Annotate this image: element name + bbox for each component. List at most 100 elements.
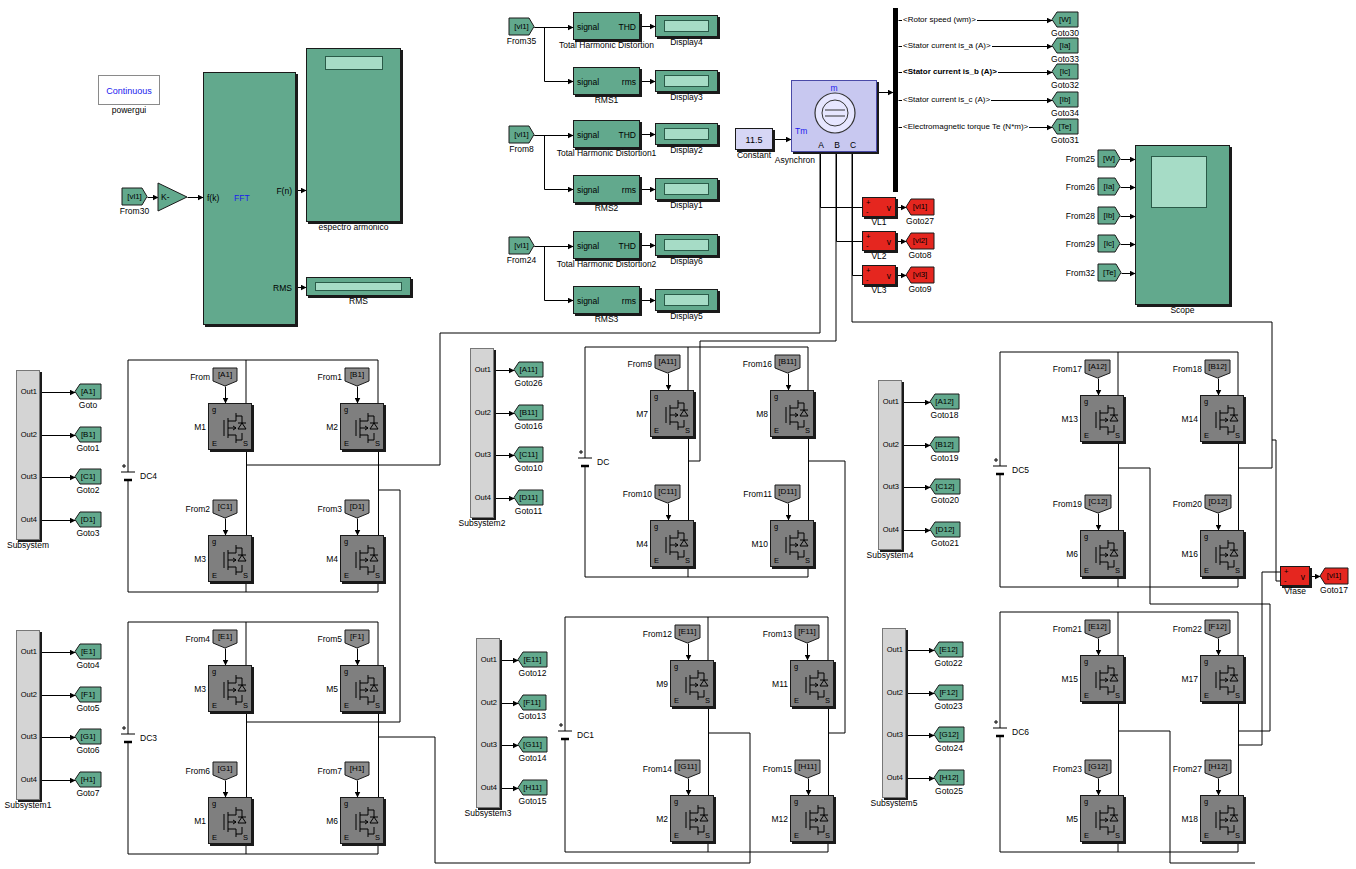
port-name: F(n) bbox=[276, 187, 292, 196]
tag-name: [E11] bbox=[678, 628, 696, 636]
block-outline bbox=[518, 695, 546, 710]
port-name: E bbox=[212, 834, 217, 842]
port-name: E bbox=[794, 697, 799, 705]
dc-source: DC1 bbox=[557, 720, 573, 750]
tag-name: [B12] bbox=[935, 441, 954, 449]
display-block: Display4 bbox=[655, 15, 718, 37]
from-tag: [vl1]From30 bbox=[122, 188, 147, 205]
port-name: Out3 bbox=[475, 451, 491, 459]
constant-value: 11.5 bbox=[746, 136, 763, 145]
port-sign: + bbox=[866, 267, 870, 275]
signal-line bbox=[378, 451, 379, 536]
tag-name: [D11] bbox=[778, 488, 797, 496]
mosfet-symbol bbox=[224, 413, 246, 443]
mosfet-block: gESM1 bbox=[208, 403, 252, 450]
mosfet-symbol bbox=[786, 530, 808, 560]
measure-block: signalrmsRMS3 bbox=[573, 286, 640, 314]
signal-line bbox=[1118, 443, 1119, 531]
signal-line bbox=[897, 241, 907, 242]
goto-tag: [C11]Goto10 bbox=[514, 447, 543, 462]
block-name: From20 bbox=[1173, 500, 1202, 509]
signal-line bbox=[41, 780, 76, 781]
from-tag: [E12]From21 bbox=[1085, 620, 1110, 638]
signal-line bbox=[788, 504, 789, 521]
signal-line bbox=[808, 438, 809, 521]
block-outline bbox=[795, 760, 820, 778]
block-name: From26 bbox=[1066, 182, 1095, 191]
block-name: M6 bbox=[1066, 549, 1078, 558]
tag-name: [G1] bbox=[80, 733, 95, 741]
block-name: M12 bbox=[771, 814, 788, 823]
from-tag: [B11]From16 bbox=[775, 355, 800, 373]
subsystem-block: Out1Out2Out3Out4Subsystem5 bbox=[882, 628, 906, 798]
block-name: Display6 bbox=[670, 257, 703, 266]
signal-line bbox=[297, 287, 307, 288]
block-name: Goto8 bbox=[908, 251, 931, 260]
port-name: g bbox=[212, 800, 216, 808]
block-name: Goto4 bbox=[76, 661, 99, 670]
goto-tag: [F12]Goto23 bbox=[934, 685, 963, 700]
block-name: Goto15 bbox=[519, 797, 547, 806]
goto-tag: [vl1]Goto17 bbox=[1320, 568, 1348, 584]
dc-source: DC4 bbox=[120, 461, 136, 491]
tag-name: [H11] bbox=[523, 784, 542, 792]
signal-line bbox=[535, 28, 574, 82]
signal-line bbox=[903, 402, 931, 403]
port-name: S bbox=[243, 440, 248, 448]
port-name: signal bbox=[577, 131, 599, 140]
port-name: g bbox=[774, 393, 778, 401]
goto-tag: [W]Goto30 bbox=[1052, 12, 1078, 27]
block-name: Goto12 bbox=[519, 669, 547, 678]
block-outline bbox=[675, 625, 700, 643]
signal-line bbox=[246, 713, 247, 798]
block-name: From8 bbox=[509, 145, 534, 154]
block-outline bbox=[1098, 235, 1120, 252]
from-tag: [G11]From14 bbox=[675, 760, 700, 778]
signal-line bbox=[668, 374, 669, 391]
signal-line bbox=[837, 153, 863, 242]
port-name: E bbox=[212, 702, 217, 710]
mosfet-block: gESM9 bbox=[670, 660, 714, 707]
tag-name: [A1] bbox=[81, 388, 95, 396]
tag-name: [A12] bbox=[935, 398, 954, 406]
from-tag: [Ia]From26 bbox=[1098, 178, 1120, 195]
block-outline bbox=[213, 368, 237, 386]
mosfet-block: gESM6 bbox=[340, 797, 384, 844]
port-name: E bbox=[1084, 567, 1089, 575]
block-outline bbox=[75, 427, 101, 442]
block-name: From1 bbox=[317, 373, 342, 382]
block-outline bbox=[75, 469, 101, 484]
port-name: g bbox=[794, 663, 798, 671]
tag-name: [G11] bbox=[523, 741, 542, 749]
block-name: Goto bbox=[79, 401, 97, 410]
measure-block: signalTHDTotal Harmonic Distortion1 bbox=[573, 120, 640, 148]
block-title: FFT bbox=[234, 194, 250, 203]
block-outline bbox=[930, 479, 960, 494]
port-name: Out3 bbox=[887, 731, 903, 739]
signal-line bbox=[641, 189, 656, 190]
block-name: VL1 bbox=[871, 218, 886, 227]
from-tag: [F12]From22 bbox=[1205, 620, 1230, 638]
goto-tag: [G1]Goto6 bbox=[75, 729, 101, 744]
block-outline bbox=[1098, 150, 1120, 167]
battery-symbol bbox=[578, 447, 592, 477]
dc-symbol bbox=[120, 461, 136, 491]
port-name: v bbox=[1301, 573, 1305, 582]
block-name: Display3 bbox=[670, 93, 703, 102]
port-name: Out2 bbox=[883, 441, 899, 449]
signal-line bbox=[903, 530, 931, 531]
port-name: S bbox=[375, 702, 380, 710]
dc-source: DC6 bbox=[992, 717, 1008, 747]
tag-name: [F11] bbox=[798, 628, 816, 636]
tag-name: [F11] bbox=[523, 699, 541, 707]
port-name: g bbox=[654, 523, 658, 531]
block-name: Goto2 bbox=[76, 486, 99, 495]
block-outline bbox=[1085, 360, 1110, 378]
block-name: Goto24 bbox=[935, 744, 963, 753]
block-outline bbox=[213, 762, 237, 780]
block-outline bbox=[1205, 360, 1230, 378]
mosfet-symbol bbox=[806, 805, 828, 835]
block-name: DC1 bbox=[577, 731, 594, 740]
block-name: From9 bbox=[627, 360, 652, 369]
tag-name: [A11] bbox=[519, 366, 537, 374]
